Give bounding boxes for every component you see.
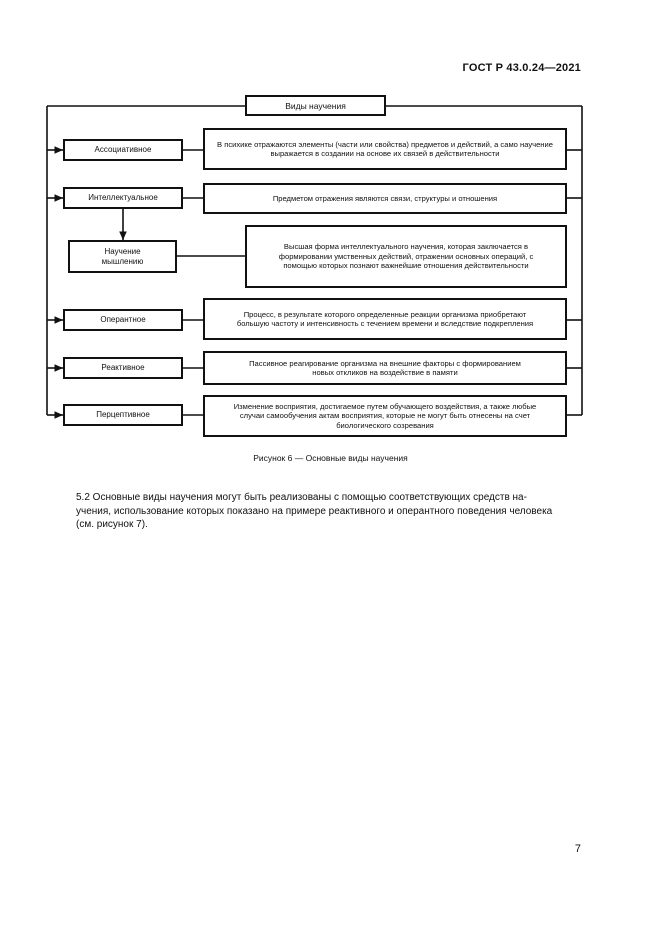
type-associative: Ассоциативное xyxy=(63,139,183,161)
type-intellectual: Интеллектуальное xyxy=(63,187,183,209)
desc-thinking: Высшая форма интеллектуального научения,… xyxy=(245,225,567,288)
desc-associative: В психике отражаются элементы (части или… xyxy=(203,128,567,170)
paragraph-line: 5.2 Основные виды научения могут быть ре… xyxy=(76,492,527,503)
desc-operant: Процесс, в результате которого определен… xyxy=(203,298,567,340)
diagram-title: Виды научения xyxy=(245,95,386,116)
type-perceptive: Перцептивное xyxy=(63,404,183,426)
type-reactive: Реактивное xyxy=(63,357,183,379)
paragraph-line: учения, использование которых показано н… xyxy=(76,505,553,517)
type-thinking: Научение мышлению xyxy=(68,240,177,273)
desc-perceptive: Изменение восприятия, достигаемое путем … xyxy=(203,395,567,437)
figure-caption: Рисунок 6 — Основные виды научения xyxy=(253,453,408,463)
document-code: ГОСТ Р 43.0.24—2021 xyxy=(462,62,581,74)
body-paragraph: 5.2 Основные виды научения могут быть ре… xyxy=(76,491,582,532)
page-number: 7 xyxy=(574,843,581,855)
desc-reactive: Пассивное реагирование организма на внеш… xyxy=(203,351,567,385)
type-operant: Оперантное xyxy=(63,309,183,331)
diagram-connectors xyxy=(46,105,583,419)
desc-intellectual: Предметом отражения являются связи, стру… xyxy=(203,183,567,214)
paragraph-line: (см. рисунок 7). xyxy=(76,519,148,530)
